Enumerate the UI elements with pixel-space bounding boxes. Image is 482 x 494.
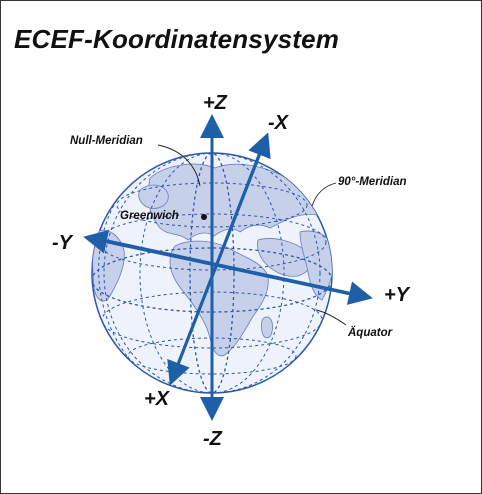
axis-label-neg-z: -Z bbox=[203, 428, 222, 450]
x-axis-neg bbox=[173, 132, 271, 373]
meridian-back bbox=[98, 194, 131, 361]
axes bbox=[83, 114, 373, 421]
equator-label: Äquator bbox=[348, 327, 393, 339]
null-meridian-line bbox=[189, 153, 235, 393]
axis-label-pos-y: +Y bbox=[384, 284, 410, 306]
greenwich-label: Greenwich bbox=[120, 210, 179, 222]
null-meridian-leader bbox=[157, 144, 201, 187]
axis-label-pos-x: +X bbox=[144, 388, 170, 410]
axis-label-neg-x: -X bbox=[268, 112, 288, 134]
null-meridian-label: Null-Meridian bbox=[70, 135, 143, 147]
equator-leader bbox=[315, 309, 347, 326]
diagram-title: ECEF-Koordinatensystem bbox=[14, 24, 340, 54]
y-axis-neg bbox=[83, 230, 361, 298]
leader-lines bbox=[157, 144, 347, 326]
meridian-45 bbox=[139, 153, 285, 393]
greenwich-marker bbox=[201, 214, 207, 220]
meridian-90-leader bbox=[311, 182, 337, 207]
axis-label-pos-z: +Z bbox=[203, 92, 227, 114]
axis-label-neg-y: -Y bbox=[52, 232, 72, 254]
meridian-90 bbox=[103, 153, 321, 393]
meridian-90-label: 90°-Meridian bbox=[338, 176, 407, 188]
